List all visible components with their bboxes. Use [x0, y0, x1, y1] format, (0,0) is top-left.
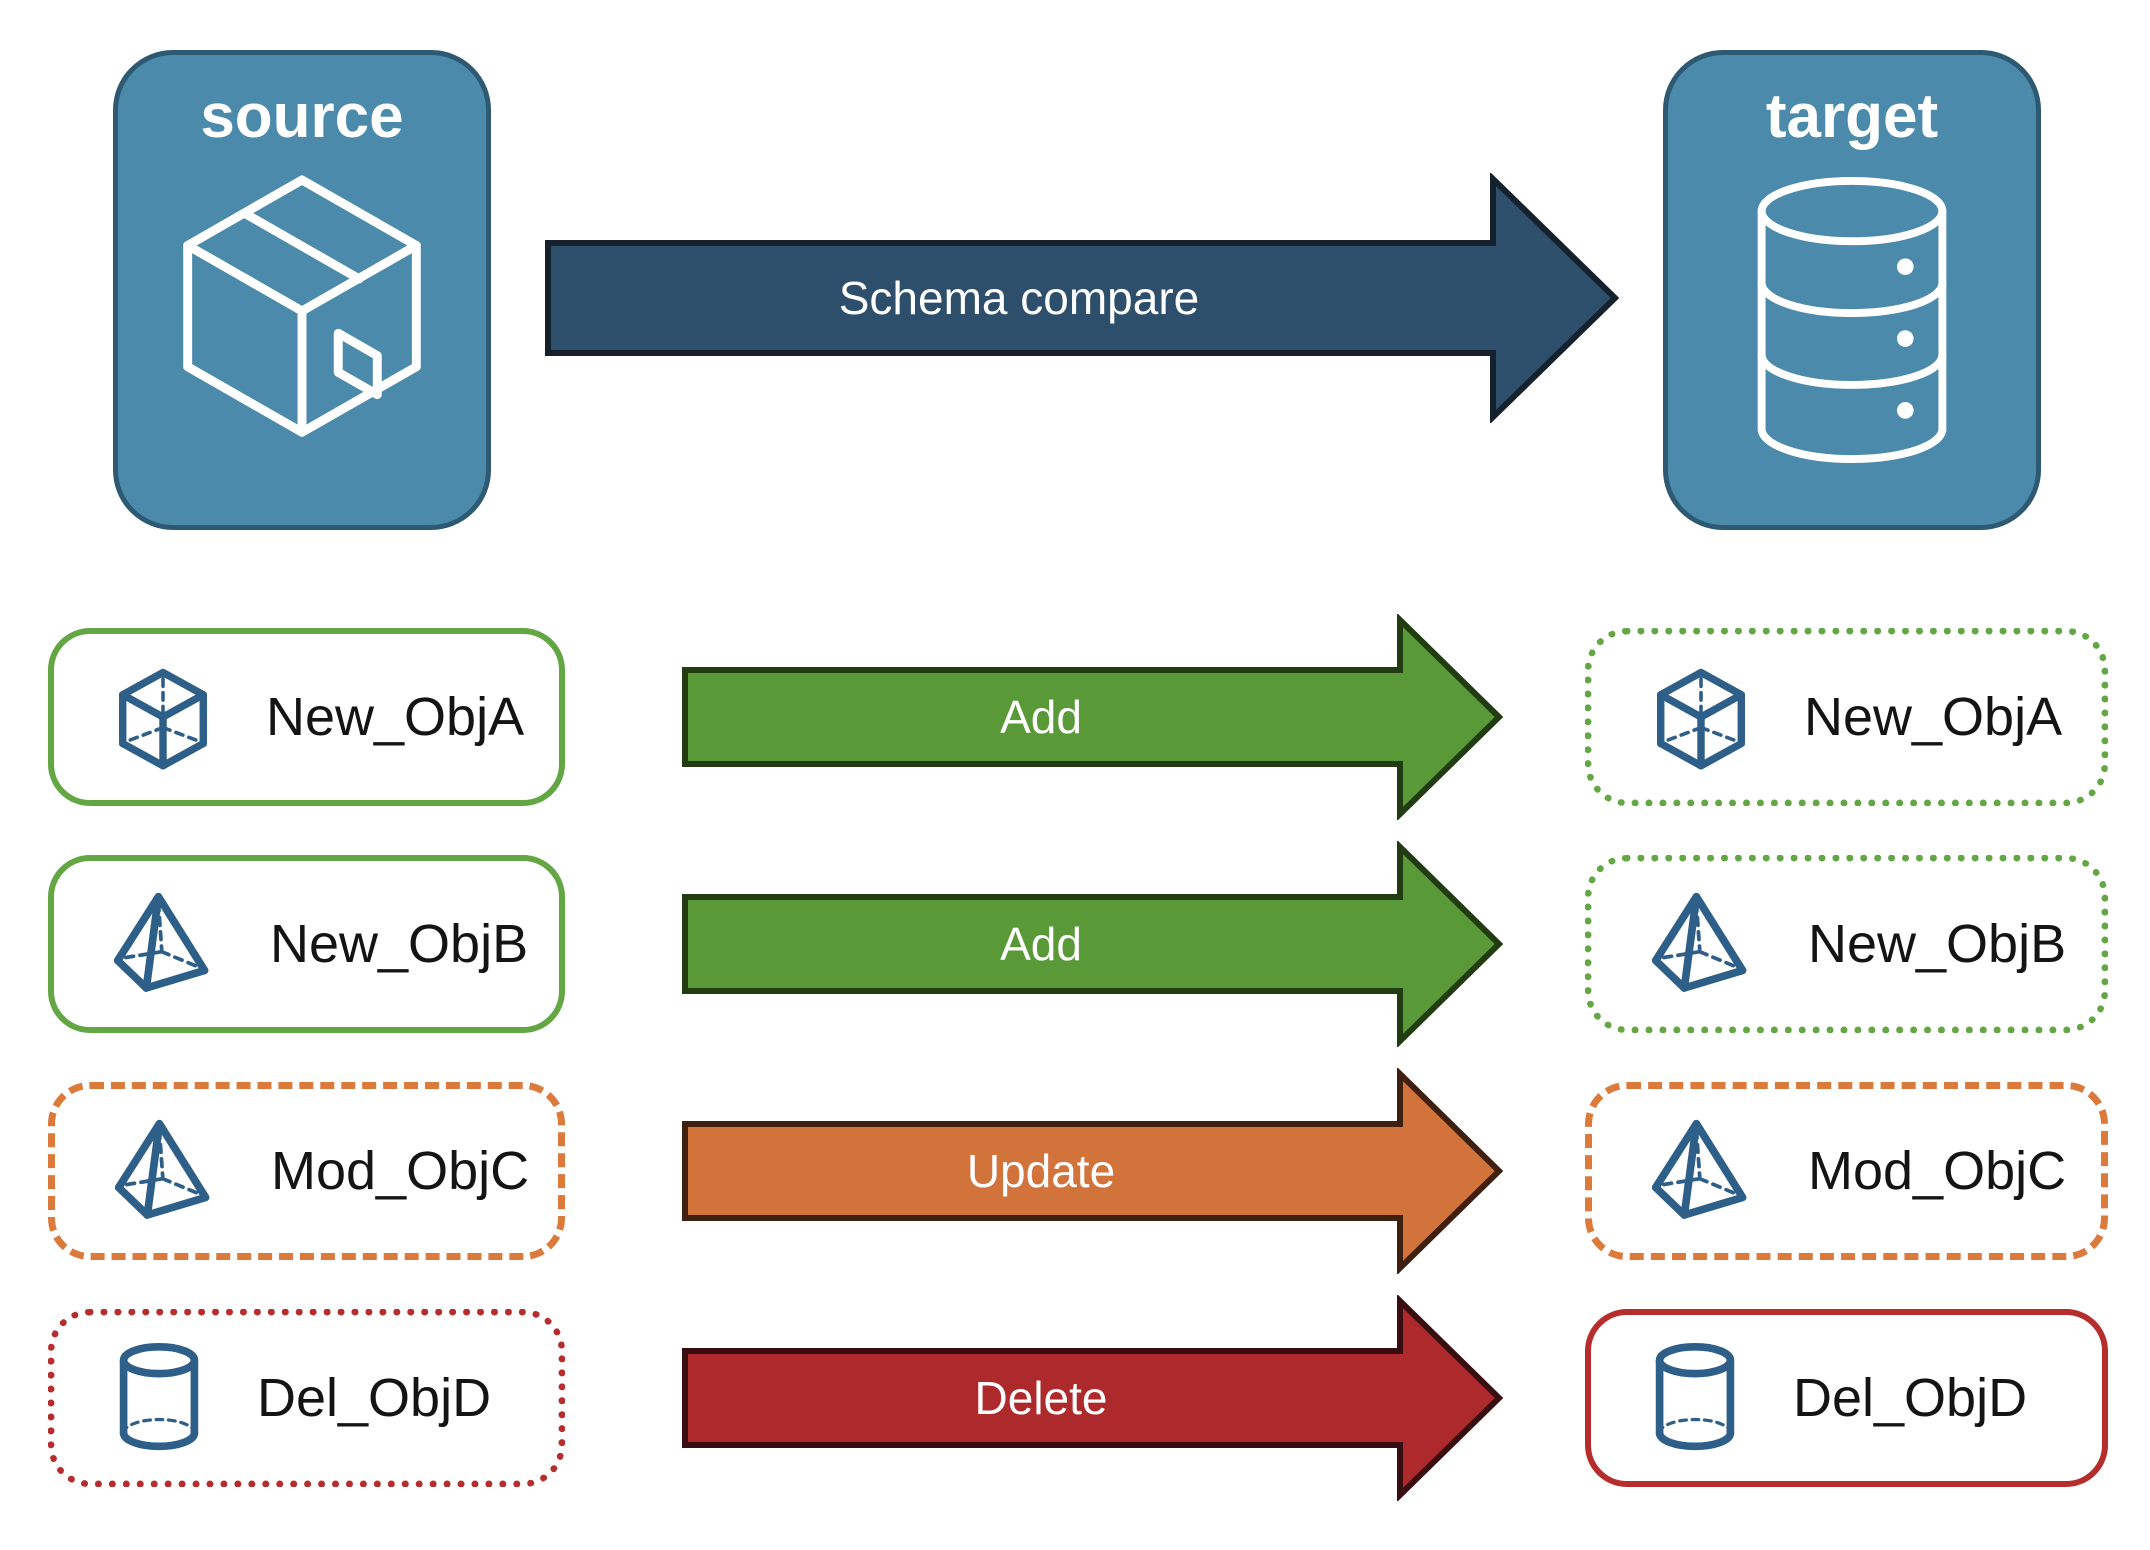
target-title: target	[1765, 82, 1939, 151]
package-icon	[183, 175, 421, 437]
delete-arrow-shape	[682, 1295, 1504, 1501]
delete-arrow-row4: Delete	[682, 1295, 1505, 1501]
cylinder-icon	[1647, 1343, 1743, 1454]
target-object-card-row3: Mod_ObjC	[1585, 1082, 2108, 1260]
add-arrow-row1: Add	[682, 614, 1505, 820]
object-name: New_ObjB	[1808, 914, 2067, 974]
pyramid-icon	[110, 889, 220, 999]
target-object-card-row2: New_ObjB	[1585, 855, 2108, 1033]
target-object-card-row4: Del_ObjD	[1585, 1309, 2108, 1487]
pyramid-icon	[1648, 889, 1758, 999]
schema-compare-arrow-shape	[545, 173, 1620, 423]
target-node: target	[1663, 50, 2041, 530]
add-arrow-shape	[682, 614, 1504, 820]
source-node: source	[113, 50, 491, 530]
add-arrow-shape	[682, 841, 1504, 1047]
schema-compare-arrow: Schema compare	[545, 173, 1620, 423]
source-title: source	[200, 82, 404, 151]
target-object-card-row1: New_ObjA	[1585, 628, 2108, 806]
pyramid-icon	[111, 1116, 221, 1226]
action-label: Add	[1000, 918, 1082, 970]
object-name: New_ObjA	[1804, 687, 2063, 747]
object-name: New_ObjB	[270, 914, 529, 974]
cylinder-icon	[111, 1343, 207, 1454]
source-object-card-row2: New_ObjB	[48, 855, 565, 1033]
object-name: New_ObjA	[266, 687, 525, 747]
pyramid-icon	[1648, 1116, 1758, 1226]
object-name: Del_ObjD	[1793, 1368, 2028, 1428]
source-object-card-row4: Del_ObjD	[48, 1309, 565, 1487]
update-arrow-row3: Update	[682, 1068, 1505, 1274]
source-object-card-row3: Mod_ObjC	[48, 1082, 565, 1260]
cube-icon	[110, 664, 216, 770]
database-icon	[1757, 177, 1947, 463]
schema-compare-label: Schema compare	[838, 272, 1200, 324]
object-name: Mod_ObjC	[1808, 1141, 2067, 1201]
source-object-card-row1: New_ObjA	[48, 628, 565, 806]
object-name: Mod_ObjC	[271, 1141, 530, 1201]
object-name: Del_ObjD	[257, 1368, 492, 1428]
add-arrow-row2: Add	[682, 841, 1505, 1047]
action-label: Add	[1000, 691, 1082, 743]
cube-icon	[1648, 664, 1754, 770]
update-arrow-shape	[682, 1068, 1504, 1274]
action-label: Update	[966, 1145, 1116, 1197]
action-label: Delete	[974, 1372, 1108, 1424]
